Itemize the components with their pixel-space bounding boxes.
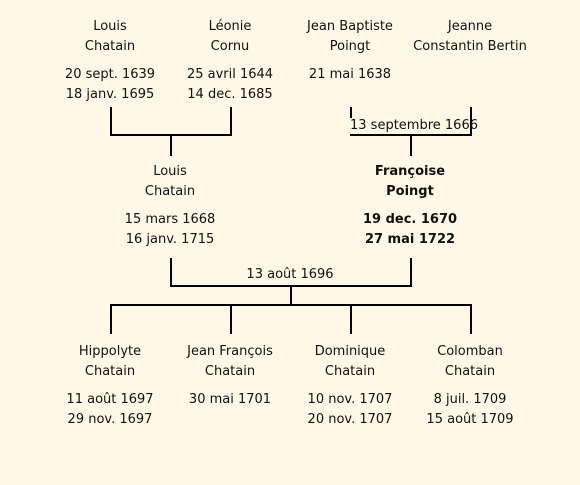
connector-line	[230, 304, 232, 334]
last-name: Chatain	[84, 364, 136, 379]
person-jeanne-constantin-bertin: Jeanne Constantin Bertin	[400, 17, 540, 57]
first-name: Dominique	[314, 344, 386, 359]
last-name: Chatain	[144, 184, 196, 199]
connector-line	[110, 107, 112, 135]
birth-date: 25 avril 1644	[186, 67, 274, 82]
last-name: Chatain	[84, 39, 136, 54]
first-name: Louis	[153, 164, 187, 179]
marriage-date-chatain-poingt: 13 août 1696	[246, 267, 334, 282]
connector-line	[470, 107, 472, 135]
person-francoise-poingt: Françoise Poingt 19 dec. 1670 27 mai 172…	[340, 162, 480, 250]
connector-line	[170, 134, 172, 156]
person-louis-chatain-senior: Louis Chatain 20 sept. 1639 18 janv. 169…	[40, 17, 180, 105]
death-date: 20 nov. 1707	[307, 412, 393, 427]
first-name: Léonie	[208, 19, 252, 34]
connector-line	[290, 285, 292, 305]
person-colomban-chatain: Colomban Chatain 8 juil. 1709 15 août 17…	[400, 342, 540, 430]
last-name: Poingt	[386, 184, 434, 199]
birth-date: 11 août 1697	[66, 392, 154, 407]
birth-date: 30 mai 1701	[188, 392, 272, 407]
connector-line	[410, 134, 412, 156]
death-date: 16 janv. 1715	[125, 232, 215, 247]
death-date: 29 nov. 1697	[67, 412, 153, 427]
connector-line	[110, 304, 112, 334]
birth-date: 10 nov. 1707	[307, 392, 393, 407]
connector-line	[470, 304, 472, 334]
death-date: 27 mai 1722	[364, 232, 456, 247]
first-name: Jean Baptiste	[307, 19, 393, 34]
connector-line	[350, 304, 352, 334]
birth-date: 8 juil. 1709	[433, 392, 507, 407]
person-jean-baptiste-poingt: Jean Baptiste Poingt 21 mai 1638	[280, 17, 420, 85]
person-leonie-cornu: Léonie Cornu 25 avril 1644 14 dec. 1685	[160, 17, 300, 105]
birth-date: 19 dec. 1670	[362, 212, 458, 227]
connector-line	[170, 258, 172, 286]
birth-date: 20 sept. 1639	[64, 67, 156, 82]
last-name: Chatain	[324, 364, 376, 379]
first-name: Louis	[93, 19, 127, 34]
connector-line	[410, 258, 412, 286]
death-date: 14 dec. 1685	[187, 87, 273, 102]
marriage-date-poingt-bertin: 13 septembre 1666	[350, 118, 478, 134]
first-name: Colomban	[437, 344, 503, 359]
death-date: 15 août 1709	[426, 412, 514, 427]
first-name: Jeanne	[447, 19, 493, 34]
connector-line	[110, 304, 472, 306]
connector-line	[230, 107, 232, 135]
last-name: Constantin Bertin	[413, 39, 527, 54]
last-name: Chatain	[204, 364, 256, 379]
last-name: Cornu	[210, 39, 250, 54]
birth-date: 21 mai 1638	[308, 67, 392, 82]
last-name: Chatain	[444, 364, 496, 379]
birth-date: 15 mars 1668	[124, 212, 216, 227]
person-jean-francois-chatain: Jean François Chatain 30 mai 1701	[160, 342, 300, 410]
person-hippolyte-chatain: Hippolyte Chatain 11 août 1697 29 nov. 1…	[40, 342, 180, 430]
first-name: Hippolyte	[78, 344, 142, 359]
first-name: Françoise	[374, 164, 446, 179]
last-name: Poingt	[329, 39, 371, 54]
first-name: Jean François	[187, 344, 273, 359]
death-date: 18 janv. 1695	[65, 87, 155, 102]
person-dominique-chatain: Dominique Chatain 10 nov. 1707 20 nov. 1…	[280, 342, 420, 430]
person-louis-chatain-junior: Louis Chatain 15 mars 1668 16 janv. 1715	[100, 162, 240, 250]
